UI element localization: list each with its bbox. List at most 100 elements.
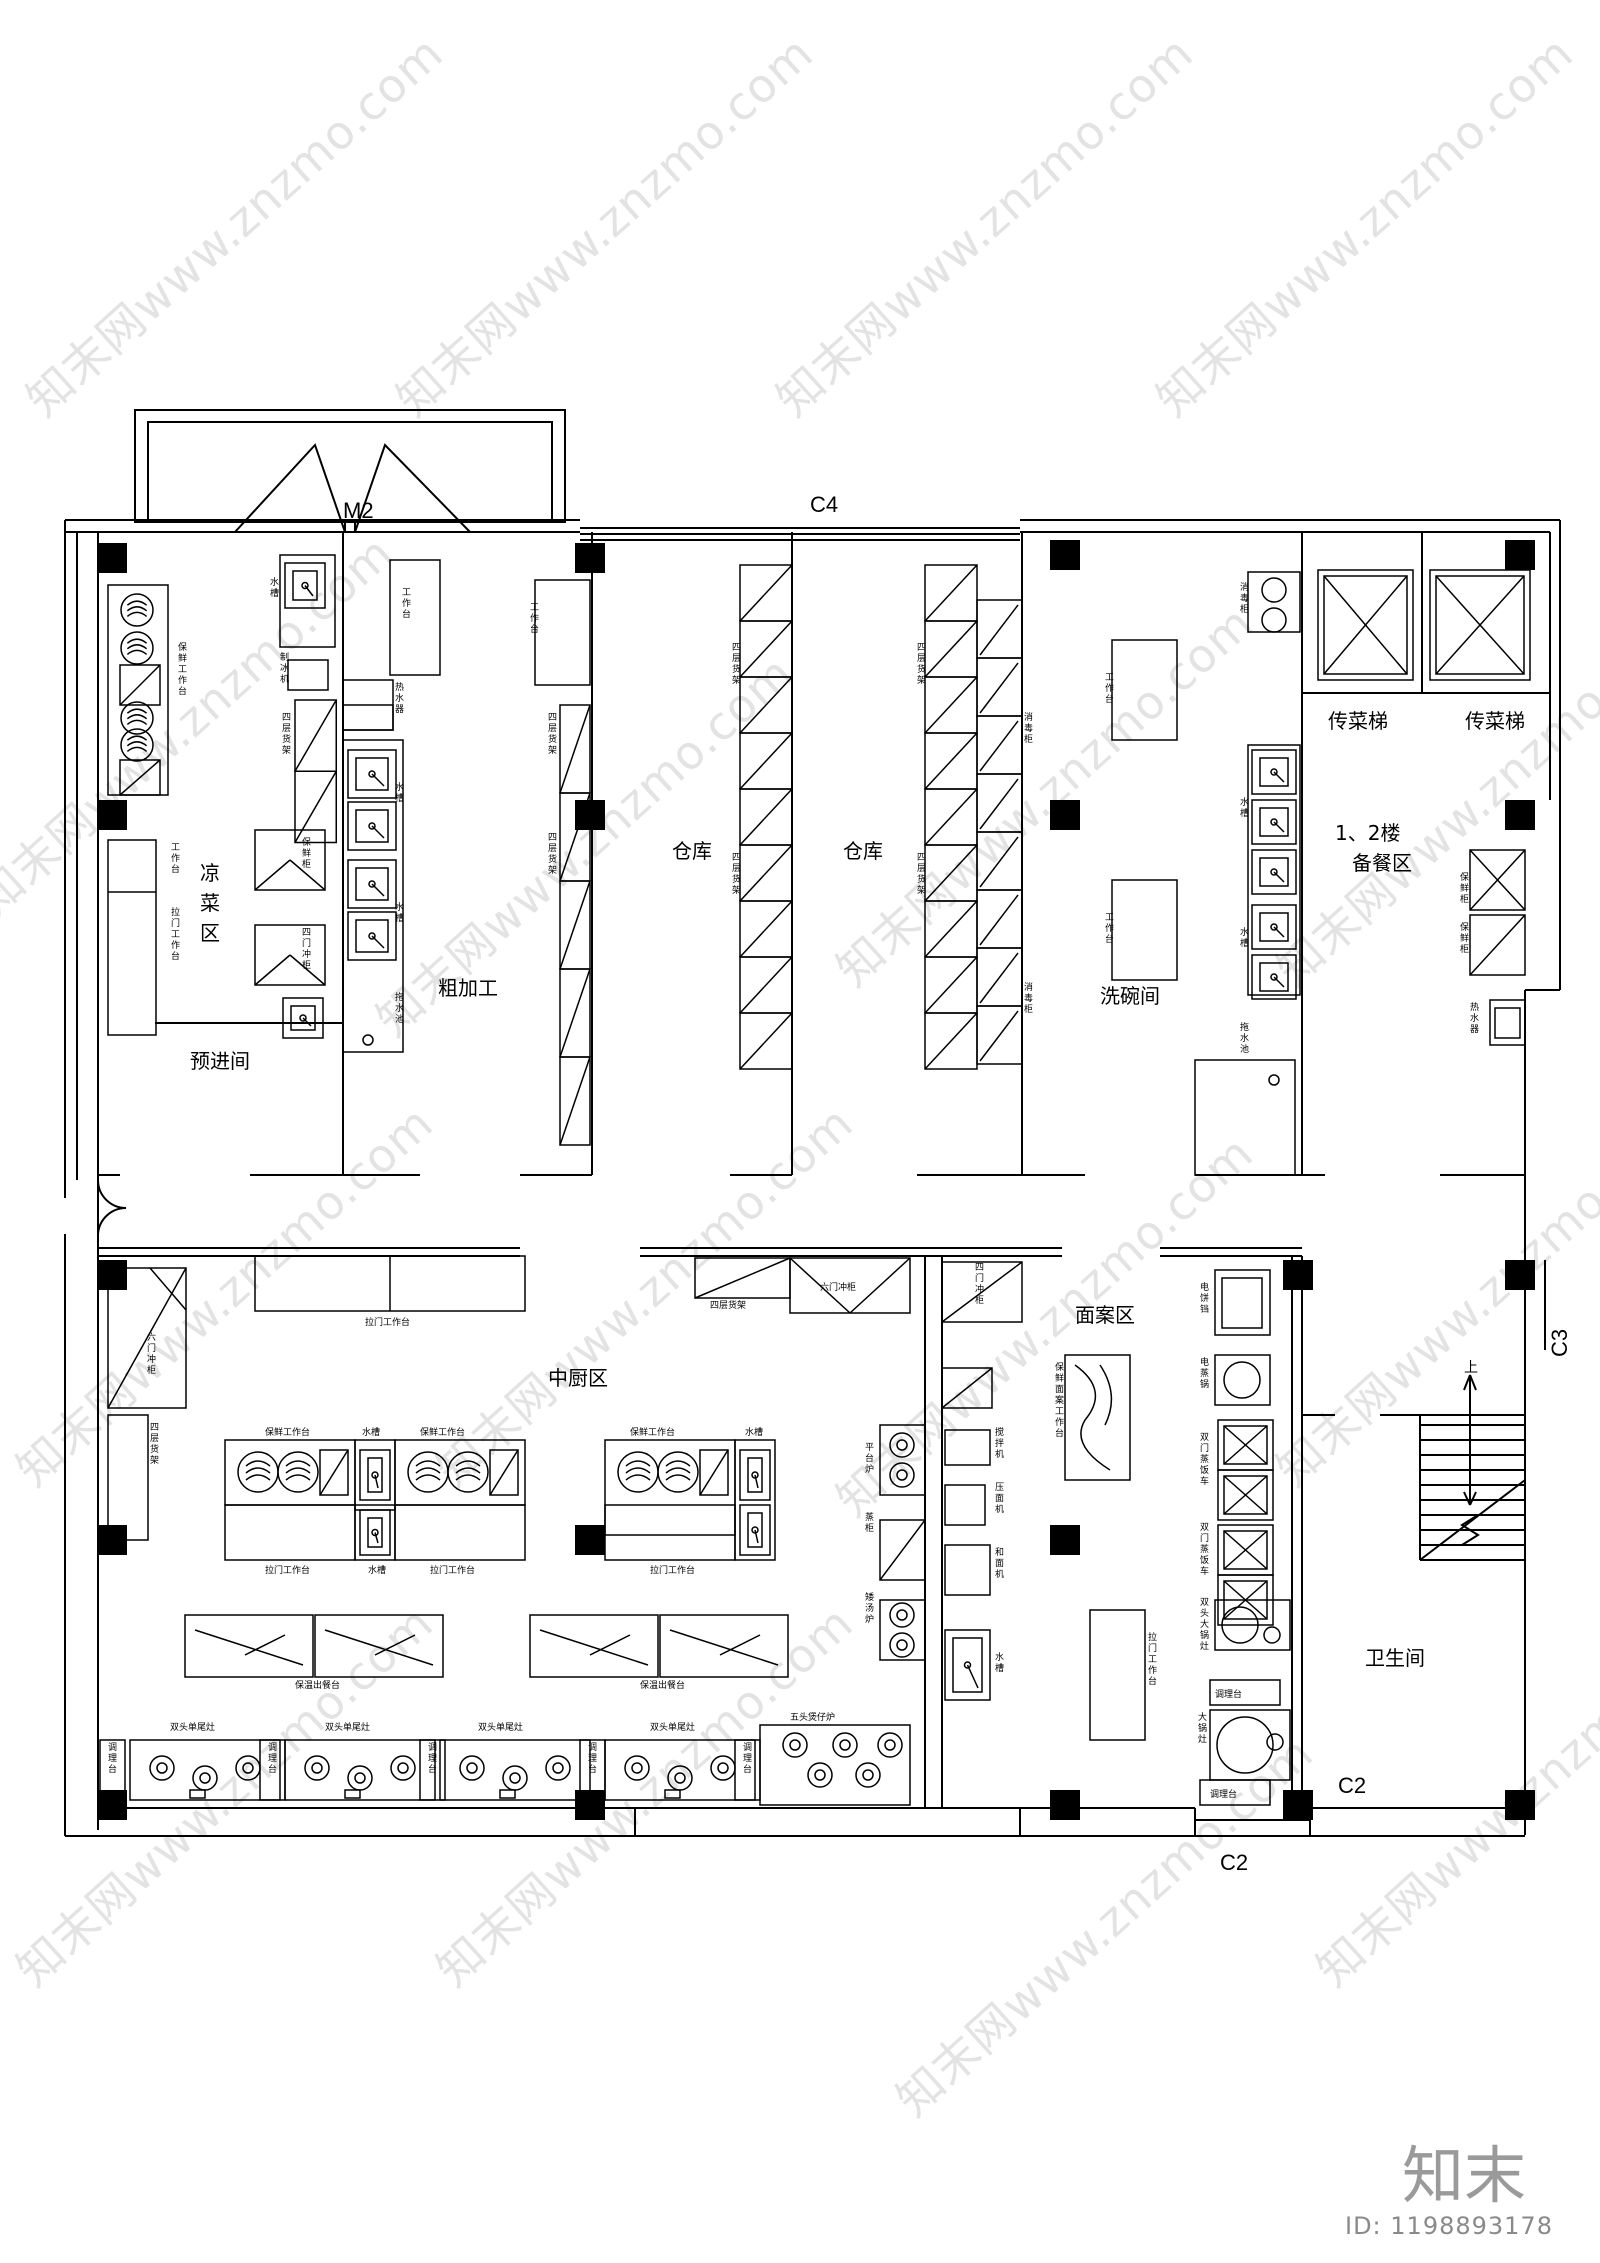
ck-fridge-d2 bbox=[149, 1267, 187, 1311]
label-store-shelf-2: 四层货架 bbox=[548, 833, 557, 876]
island1-fan3-blade bbox=[415, 1460, 441, 1481]
label-prep-table-4: 调理台 bbox=[743, 1742, 752, 1775]
rough-shelf-diag bbox=[294, 699, 337, 772]
label-pastry-oven: 平台炉 bbox=[865, 1442, 874, 1475]
stove-2-knob bbox=[344, 1789, 361, 1799]
wh2-shelf-diag bbox=[924, 956, 978, 1014]
island1-sink-2 bbox=[354, 1504, 396, 1561]
wh2-shelf-diag bbox=[924, 900, 978, 958]
rough-bench bbox=[342, 739, 404, 1053]
wash-sink-4-faucet bbox=[1273, 926, 1285, 938]
label-baoxiangui: 保鲜柜 bbox=[302, 836, 311, 870]
pre-entry-sink-drain bbox=[299, 1014, 307, 1022]
rough-bench-sink-4-drain bbox=[368, 932, 376, 940]
five-burner-b2-center bbox=[884, 1739, 896, 1751]
label-pastry-sink: 水槽 bbox=[995, 1651, 1004, 1674]
label-prep-fridge: 保鲜柜 bbox=[1460, 871, 1469, 905]
label-pastry-fridge: 四门冲柜 bbox=[975, 1263, 984, 1306]
rough-sink-1-basin bbox=[292, 570, 318, 601]
island2-sink-a-drain bbox=[751, 1471, 759, 1479]
label-prep-table-3: 调理台 bbox=[588, 1742, 597, 1775]
room-rough-processing: 粗加工 bbox=[438, 976, 498, 1000]
holding-counter-3-d2 bbox=[719, 1634, 761, 1656]
fridge-2 bbox=[254, 924, 326, 986]
island1-box2-d bbox=[489, 1449, 519, 1496]
wh1-shelf-diag bbox=[739, 564, 793, 622]
rough-bench-sink-2-drain bbox=[368, 822, 376, 830]
pre-entry-sink-faucet bbox=[302, 1017, 312, 1027]
label-island1-pull: 拉门工作台 bbox=[265, 1564, 310, 1576]
wash-sink-3-faucet bbox=[1273, 871, 1285, 883]
island2-fan2-blade bbox=[665, 1460, 691, 1481]
rough-sink-frame bbox=[279, 554, 336, 648]
stove-4-b1 bbox=[624, 1755, 650, 1781]
stove-1-b3 bbox=[192, 1765, 218, 1791]
dish-cab-diag bbox=[979, 604, 1019, 656]
pastry-oven-2-b bbox=[889, 1602, 915, 1628]
label-stove-4: 双头单尾灶 bbox=[650, 1721, 695, 1733]
label-big-wok: 大锅灶 bbox=[1198, 1711, 1207, 1745]
pastry-oven-1-b-center bbox=[896, 1439, 908, 1451]
dish-cab-diag bbox=[979, 836, 1019, 888]
wash-sink-4-basin bbox=[1259, 912, 1289, 942]
stove-3-b2 bbox=[545, 1755, 571, 1781]
five-burner-b4 bbox=[855, 1762, 881, 1788]
pastry-small-fridge-d bbox=[941, 1367, 993, 1409]
prep-heater-inner bbox=[1494, 1007, 1521, 1039]
left-shelf bbox=[559, 1056, 591, 1146]
fridge-1-diag bbox=[254, 859, 291, 891]
cold-box-diag bbox=[119, 664, 161, 706]
room-warehouse-1: 仓库 bbox=[672, 839, 712, 863]
room-cold-dish-line3: 区 bbox=[200, 921, 220, 945]
island2-fan-blade bbox=[625, 1460, 651, 1481]
wash-mop-frame bbox=[1194, 1059, 1296, 1176]
pastry-small-fridge bbox=[941, 1367, 993, 1409]
stove-1 bbox=[129, 1739, 281, 1801]
cold-box bbox=[119, 664, 161, 706]
island1-fan2-blade bbox=[285, 1460, 311, 1481]
pastry-oven-2 bbox=[879, 1599, 926, 1661]
island1-fan4-blade bbox=[455, 1460, 481, 1481]
prep-fridge-2-diag bbox=[1469, 914, 1526, 976]
island1-sink-2b-basin bbox=[367, 1517, 383, 1548]
wash-sink-1-drain bbox=[1270, 768, 1278, 776]
lift-right-label: 传菜梯 bbox=[1465, 709, 1525, 733]
prep-fridge-1 bbox=[1469, 849, 1526, 911]
door-label: M2 bbox=[343, 498, 374, 523]
lift-left bbox=[1317, 569, 1414, 681]
stove-3-b3-center bbox=[509, 1772, 521, 1784]
pastry-sink-faucet bbox=[966, 1664, 979, 1689]
lift-right-inner bbox=[1435, 575, 1525, 675]
lift-left-x bbox=[1323, 575, 1408, 675]
island2-box bbox=[699, 1449, 729, 1496]
wh2-shelf-diag bbox=[924, 788, 978, 846]
dough-mixer bbox=[944, 1544, 991, 1596]
stove-1-b3-center bbox=[199, 1772, 211, 1784]
label-holding: 保温出餐台 bbox=[295, 1679, 340, 1691]
pastry-oven-2-b2 bbox=[889, 1632, 915, 1658]
island1-sink-b-faucet bbox=[374, 1474, 379, 1489]
room-prep-area-line1: 1、2楼 bbox=[1335, 821, 1400, 845]
pastry-bench-grain bbox=[1074, 1364, 1113, 1471]
wh1-shelf-diag bbox=[739, 620, 793, 678]
wh2-shelf-diag bbox=[924, 732, 978, 790]
five-burner-b4-center bbox=[862, 1769, 874, 1781]
rough-sink-1-drain bbox=[301, 581, 309, 590]
room-pre-entry: 预进间 bbox=[190, 1049, 250, 1073]
wash-sink-2 bbox=[1251, 799, 1297, 845]
label-bench-sink: 水槽 bbox=[395, 781, 404, 804]
label-wash-mop: 拖水池 bbox=[1240, 1021, 1249, 1055]
label-prep-table-1: 调理台 bbox=[268, 1742, 277, 1775]
holding-counter-3 bbox=[659, 1614, 789, 1678]
prep-fridge-1-d bbox=[1469, 849, 1526, 911]
prep-table-2 bbox=[419, 1739, 446, 1801]
pastry-oven-1-b bbox=[889, 1432, 915, 1458]
label-mop-sink: 拖水池 bbox=[395, 991, 404, 1025]
stove-2-b1 bbox=[304, 1755, 330, 1781]
label-island2-pull: 拉门工作台 bbox=[650, 1564, 695, 1576]
label-pastry-oven-2: 矮汤炉 bbox=[865, 1591, 874, 1625]
noodle-press bbox=[944, 1484, 986, 1526]
wash-sinks bbox=[1247, 744, 1301, 996]
island1-sink-b-basin bbox=[367, 1457, 383, 1493]
cold-fan bbox=[120, 593, 154, 627]
